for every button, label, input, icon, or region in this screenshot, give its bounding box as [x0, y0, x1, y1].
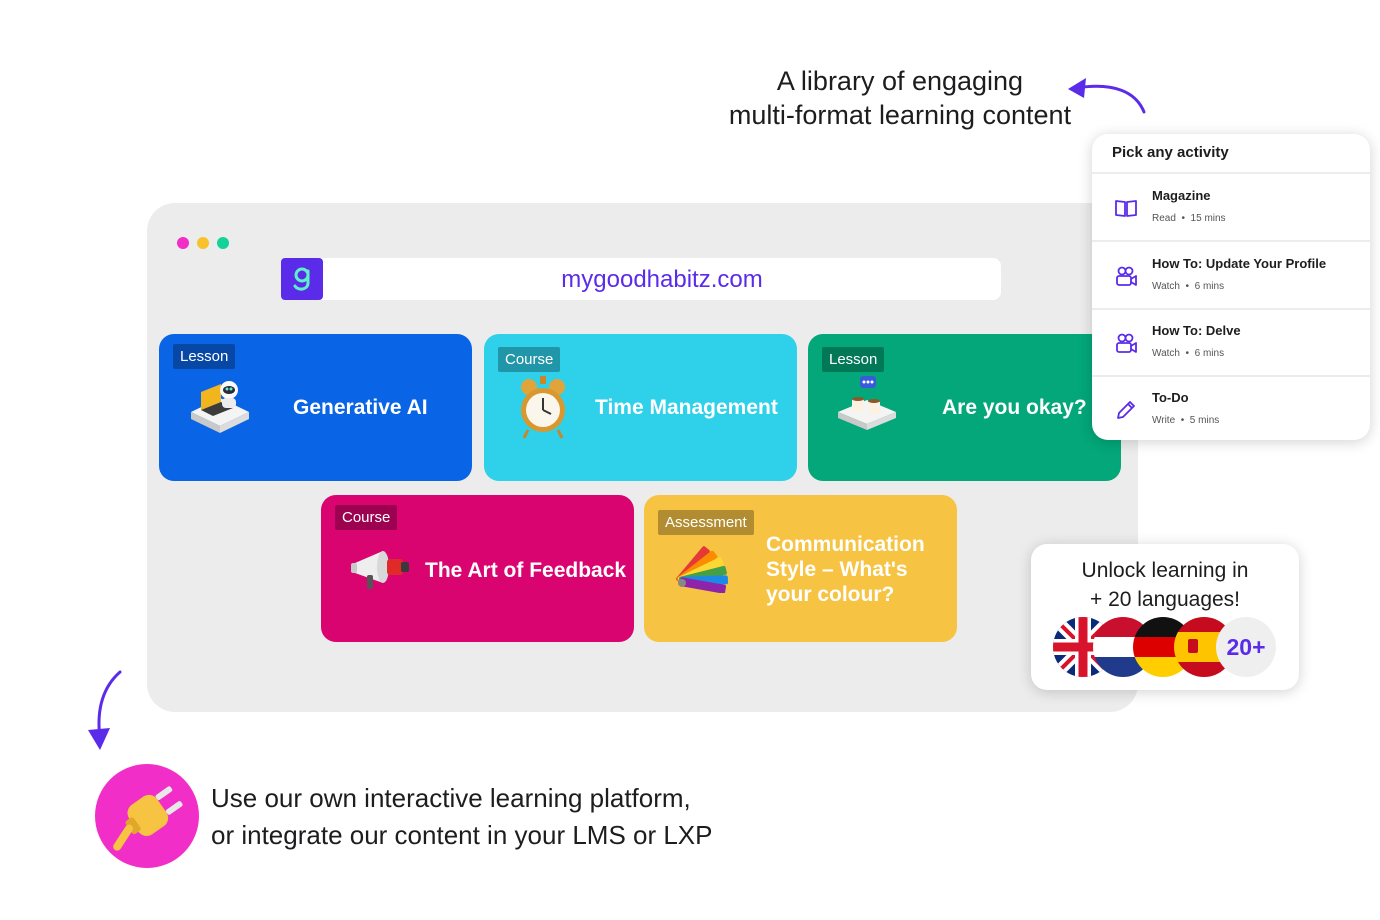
plug-icon [113, 786, 183, 851]
meta-separator: • [1181, 213, 1185, 224]
languages-text: Unlock learning in + 20 languages! [1031, 556, 1299, 614]
card-art-of-feedback[interactable]: Course The Art of Feedback [321, 495, 634, 642]
activity-panel: Pick any activity Magazine Read • 15 min… [1092, 134, 1370, 440]
activity-meta: Read • 15 mins [1152, 213, 1226, 224]
activity-item-update-profile[interactable]: How To: Update Your Profile Watch • 6 mi… [1092, 242, 1370, 310]
window-minimize-dot[interactable] [197, 237, 209, 249]
curved-arrow-icon [88, 670, 122, 750]
card-title: The Art of Feedback [425, 559, 627, 582]
video-camera-icon [1116, 266, 1137, 286]
languages-card: Unlock learning in + 20 languages! 20+ [1031, 544, 1299, 690]
card-are-you-okay[interactable]: Lesson Are you okay? [808, 334, 1121, 481]
card-title: Time Management [595, 396, 778, 419]
activity-title: How To: Update Your Profile [1152, 256, 1327, 271]
card-title-line: Style – What's [766, 558, 908, 581]
activity-verb: Write [1152, 415, 1176, 426]
activity-item-to-do[interactable]: To-Do Write • 5 mins [1092, 376, 1370, 440]
activity-item-delve[interactable]: How To: Delve Watch • 6 mins [1092, 309, 1370, 377]
card-title: Generative AI [293, 396, 428, 419]
activity-duration: 15 mins [1190, 213, 1226, 224]
plug-badge [95, 764, 199, 868]
bottom-line-2: or integrate our content in your LMS or … [211, 820, 713, 850]
meta-separator: • [1180, 415, 1185, 426]
pencil-icon [1117, 401, 1135, 419]
video-camera-icon [1116, 333, 1137, 353]
activity-duration: 6 mins [1194, 348, 1225, 359]
window-maximize-dot[interactable] [217, 237, 229, 249]
curved-arrow-icon [1068, 78, 1146, 114]
activity-meta: Write • 5 mins [1152, 415, 1219, 426]
activity-verb: Watch [1152, 281, 1180, 292]
card-communication-style[interactable]: Assessment Communication Style – What's … [644, 495, 957, 642]
bottom-text: Use our own interactive learning platfor… [211, 780, 713, 854]
megaphone-icon [351, 551, 409, 589]
card-time-management[interactable]: Course Time Management [484, 334, 797, 481]
book-icon [1115, 200, 1137, 217]
alarm-clock-icon [521, 376, 565, 439]
activity-verb: Read [1152, 213, 1176, 224]
activity-duration: 5 mins [1189, 415, 1220, 426]
card-badge: Course [335, 505, 398, 530]
languages-line-2: + 20 languages! [1089, 588, 1241, 611]
tagline: A library of engaging multi-format learn… [700, 64, 1100, 132]
color-swatch-icon [676, 546, 729, 593]
activity-title: Magazine [1152, 188, 1211, 203]
tagline-line-1: A library of engaging [776, 66, 1024, 96]
card-title-line: your colour? [766, 583, 895, 606]
panel-header: Pick any activity [1092, 134, 1370, 174]
more-languages-badge: 20+ [1216, 617, 1276, 677]
card-badge: Lesson [173, 344, 236, 369]
activity-title: How To: Delve [1152, 323, 1241, 338]
browser-window: mygoodhabitz.com Lesson Generative AI Co… [147, 203, 1138, 712]
activity-duration: 6 mins [1194, 281, 1225, 292]
robot-laptop-icon [191, 381, 249, 433]
activity-meta: Watch • 6 mins [1152, 281, 1224, 292]
activity-meta: Watch • 6 mins [1152, 348, 1224, 359]
card-generative-ai[interactable]: Lesson Generative AI [159, 334, 472, 481]
address-bar[interactable]: mygoodhabitz.com [281, 258, 1001, 300]
card-badge: Assessment [658, 510, 754, 535]
coffee-chat-icon [838, 376, 896, 430]
card-title: Communication Style – What's your colour… [766, 532, 946, 607]
spain-flag-icon [1174, 617, 1234, 677]
bottom-line-1: Use our own interactive learning platfor… [211, 783, 691, 813]
activity-item-magazine[interactable]: Magazine Read • 15 mins [1092, 174, 1370, 242]
goodhabitz-logo [281, 258, 323, 300]
card-badge: Course [498, 347, 561, 372]
card-title-line: Communication [766, 533, 925, 556]
meta-separator: • [1185, 281, 1190, 292]
goodhabitz-g-icon [293, 267, 310, 291]
meta-separator: • [1185, 348, 1190, 359]
url-text: mygoodhabitz.com [561, 266, 763, 293]
tagline-line-2: multi-format learning content [728, 100, 1072, 130]
activity-title: To-Do [1152, 390, 1189, 405]
card-title: Are you okay? [942, 396, 1087, 419]
card-badge: Lesson [822, 347, 885, 372]
window-close-dot[interactable] [177, 237, 189, 249]
activity-verb: Watch [1152, 348, 1180, 359]
languages-line-1: Unlock learning in [1081, 559, 1249, 582]
